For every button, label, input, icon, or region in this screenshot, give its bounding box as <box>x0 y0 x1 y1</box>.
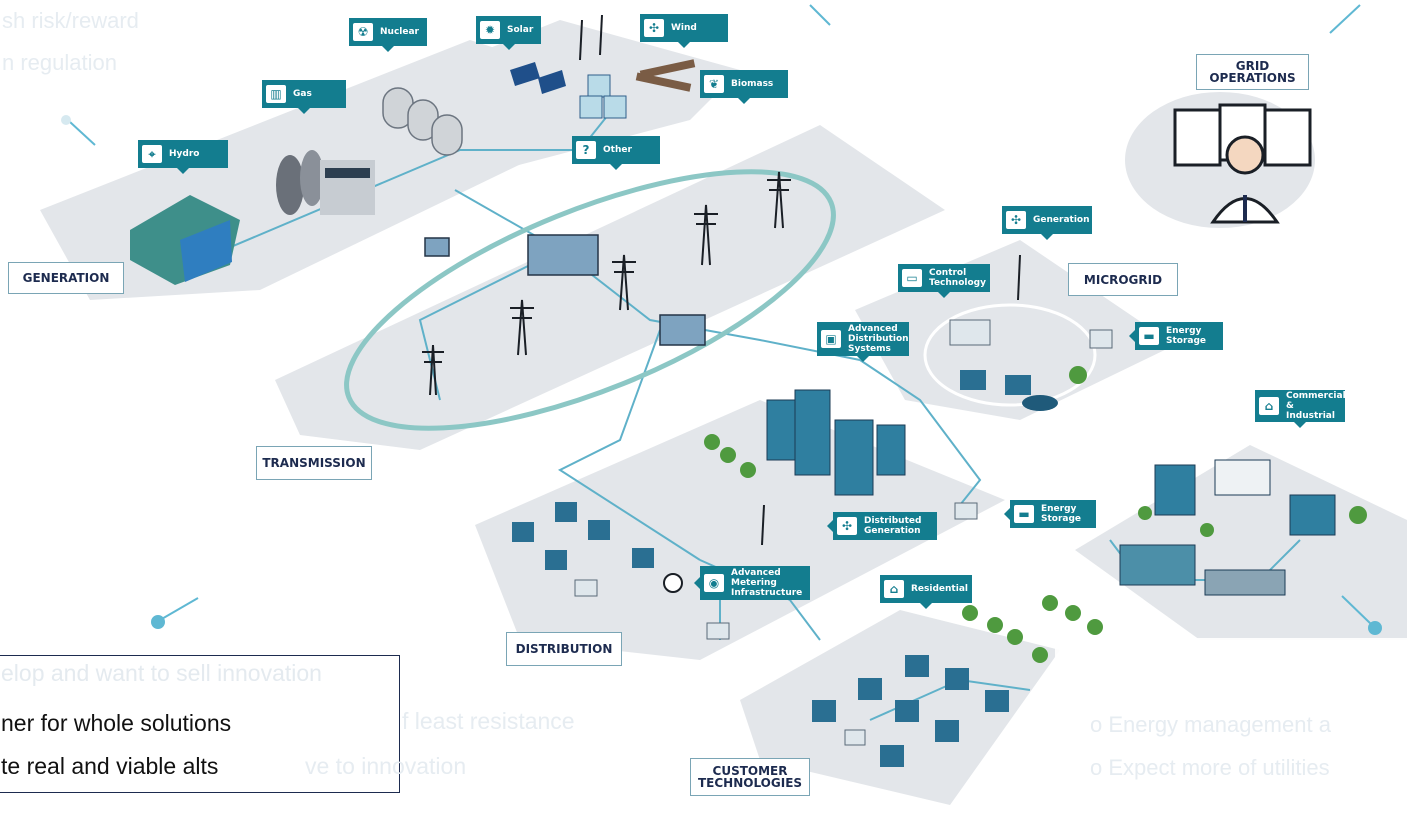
tag-distributed-generation: ✣Distributed Generation <box>827 512 937 540</box>
pylon-icon <box>694 204 718 266</box>
substations <box>424 234 706 346</box>
tag-advanced-distribution: ▣Advanced Distribution Systems <box>817 322 909 362</box>
gas-plant <box>276 150 375 215</box>
callout-line-viable-alts: te real and viable alts <box>1 753 219 779</box>
overlay-callout: elop and want to sell innovation ner for… <box>0 655 400 793</box>
tag-gas: ▥Gas <box>262 80 346 114</box>
monitor-icon: ▭ <box>902 269 922 287</box>
sun-icon: ✹ <box>480 21 500 39</box>
tag-advanced-metering: ◉Advanced Metering Infrastructure <box>694 566 810 600</box>
tag-residential: ⌂Residential <box>880 575 972 609</box>
nuclear-domes <box>382 87 463 156</box>
pylon-icon <box>510 299 534 356</box>
pylon-icon <box>767 171 791 229</box>
tag-generation: ✣Generation <box>1002 206 1092 240</box>
meter-icon <box>663 573 683 593</box>
section-microgrid: MICROGRID <box>1068 263 1178 296</box>
section-grid-operations: GRID OPERATIONS <box>1196 54 1309 90</box>
grid-operator <box>1173 103 1312 224</box>
commercial-buildings <box>1119 459 1336 596</box>
battery-icon: ▬ <box>1139 327 1159 345</box>
tag-commercial-industrial: ⌂Commercial & Industrial <box>1255 390 1346 428</box>
gas-icon: ▥ <box>266 85 286 103</box>
microgrid-items <box>949 319 1113 411</box>
callout-faded-line-1: elop and want to sell innovation <box>1 660 322 686</box>
city-buildings <box>766 389 906 496</box>
batteries <box>574 502 978 640</box>
monitor-icon: ▣ <box>821 330 841 348</box>
tag-energy-storage-microgrid: ▬Energy Storage <box>1129 322 1223 350</box>
microgrid-ring <box>923 303 1097 407</box>
tag-hydro: ⌖Hydro <box>138 140 228 174</box>
hydro-dam <box>130 195 240 285</box>
ghost-text-risk: sh risk/reward <box>2 8 139 33</box>
pylon-icon <box>612 254 636 311</box>
tag-solar: ✹Solar <box>476 16 542 50</box>
pylon-icon <box>422 344 444 396</box>
tag-biomass: ❦Biomass <box>700 70 788 104</box>
battery-icon: ▬ <box>1014 505 1034 523</box>
question-icon: ? <box>576 141 596 159</box>
commercial-platform <box>1075 445 1407 640</box>
tag-control-technology: ▭Control Technology <box>898 264 990 298</box>
tag-wind: ✣Wind <box>640 14 728 48</box>
callout-line-whole-solutions: ner for whole solutions <box>1 710 232 736</box>
radiation-icon: ☢ <box>353 23 373 41</box>
ghost-text-innovation: ve to innovation <box>305 753 467 779</box>
other-blocks <box>579 74 627 119</box>
ghost-text-regulation: n regulation <box>2 50 117 75</box>
house-icon: ⌂ <box>884 580 904 598</box>
wind-turbine-icon: ✣ <box>644 19 664 37</box>
wind-turbine-icon: ✣ <box>1006 211 1026 229</box>
trees <box>704 366 1367 663</box>
transmission-ring <box>344 169 836 431</box>
meter-icon: ◉ <box>704 574 724 592</box>
distribution-houses <box>512 502 654 570</box>
ghost-text-resistance: f least resistance <box>402 708 575 734</box>
bullet-expect-more: o Expect more of utilities <box>1090 755 1330 780</box>
biomass-logs <box>635 59 696 92</box>
section-distribution: DISTRIBUTION <box>506 632 622 666</box>
bullet-energy-management: o Energy management a <box>1090 712 1331 737</box>
hydro-pylon-icon: ⌖ <box>142 145 162 163</box>
section-transmission: TRANSMISSION <box>256 446 372 480</box>
decor-arrows <box>61 4 1382 635</box>
tag-nuclear: ☢Nuclear <box>349 18 427 52</box>
wind-turbines <box>579 14 1021 546</box>
tag-energy-storage-distribution: ▬Energy Storage <box>1004 500 1096 528</box>
section-generation: GENERATION <box>8 262 124 294</box>
pylons <box>422 171 791 396</box>
wind-turbine-icon: ✣ <box>837 517 857 535</box>
factory-icon: ⌂ <box>1259 397 1279 415</box>
solar-panels <box>510 62 566 94</box>
tag-other: ?Other <box>572 136 660 170</box>
customer-houses <box>812 655 1009 767</box>
leaf-icon: ❦ <box>704 75 724 93</box>
section-customer-technologies: CUSTOMER TECHNOLOGIES <box>690 758 810 796</box>
overlay-bullets <box>1055 638 1407 824</box>
